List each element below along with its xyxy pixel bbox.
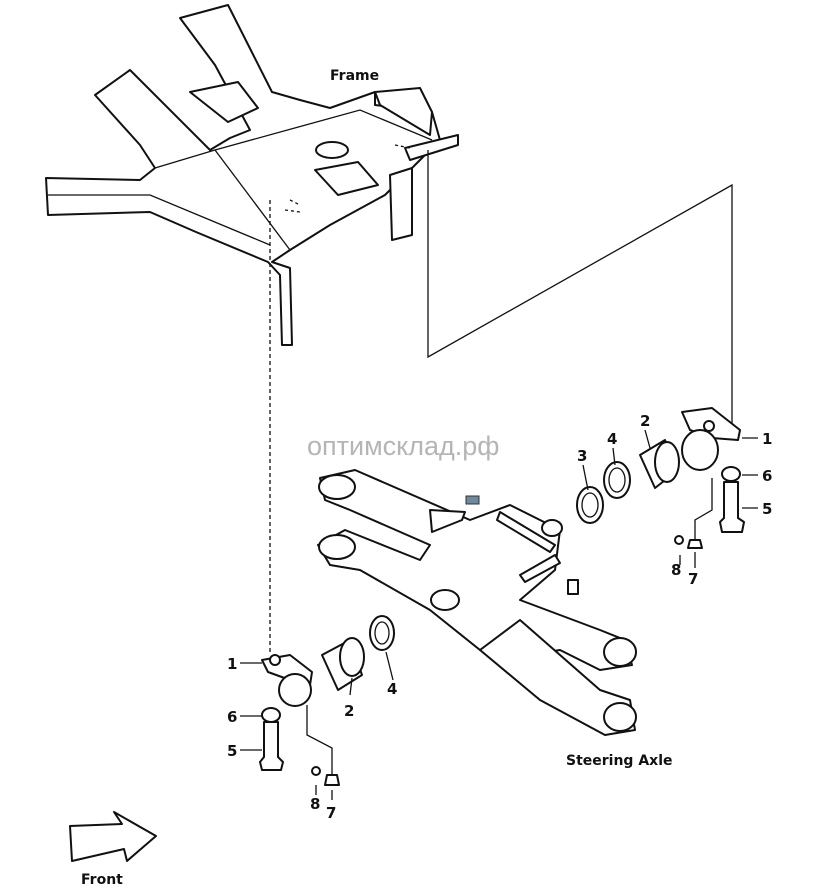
- callout-l2: 2: [344, 702, 354, 720]
- callout-r2: 2: [640, 412, 650, 430]
- marker-square: [465, 495, 480, 505]
- frame-assembly: [45, 4, 459, 346]
- front-arrow-icon: [69, 811, 157, 862]
- callout-r3: 3: [577, 447, 587, 465]
- callout-l5: 5: [227, 742, 237, 760]
- callout-l6: 6: [227, 708, 237, 726]
- callout-r7: 7: [688, 570, 698, 588]
- left-parts: [240, 615, 395, 800]
- callout-l1: 1: [227, 655, 237, 673]
- callout-r8: 8: [671, 561, 681, 579]
- front-title: Front: [81, 872, 123, 888]
- callout-r1: 1: [762, 430, 772, 448]
- callout-l7: 7: [326, 804, 336, 822]
- callout-r4: 4: [607, 430, 617, 448]
- leader-line-right: [427, 150, 733, 432]
- callout-r5: 5: [762, 500, 772, 518]
- callout-r6: 6: [762, 467, 772, 485]
- axle-title: Steering Axle: [566, 753, 673, 769]
- watermark: оптимсклад.рф: [307, 431, 500, 461]
- callout-l4: 4: [387, 680, 397, 698]
- right-parts: [576, 407, 758, 568]
- frame-title: Frame: [330, 68, 379, 84]
- steering-axle: [317, 469, 637, 736]
- callout-l8: 8: [310, 795, 320, 813]
